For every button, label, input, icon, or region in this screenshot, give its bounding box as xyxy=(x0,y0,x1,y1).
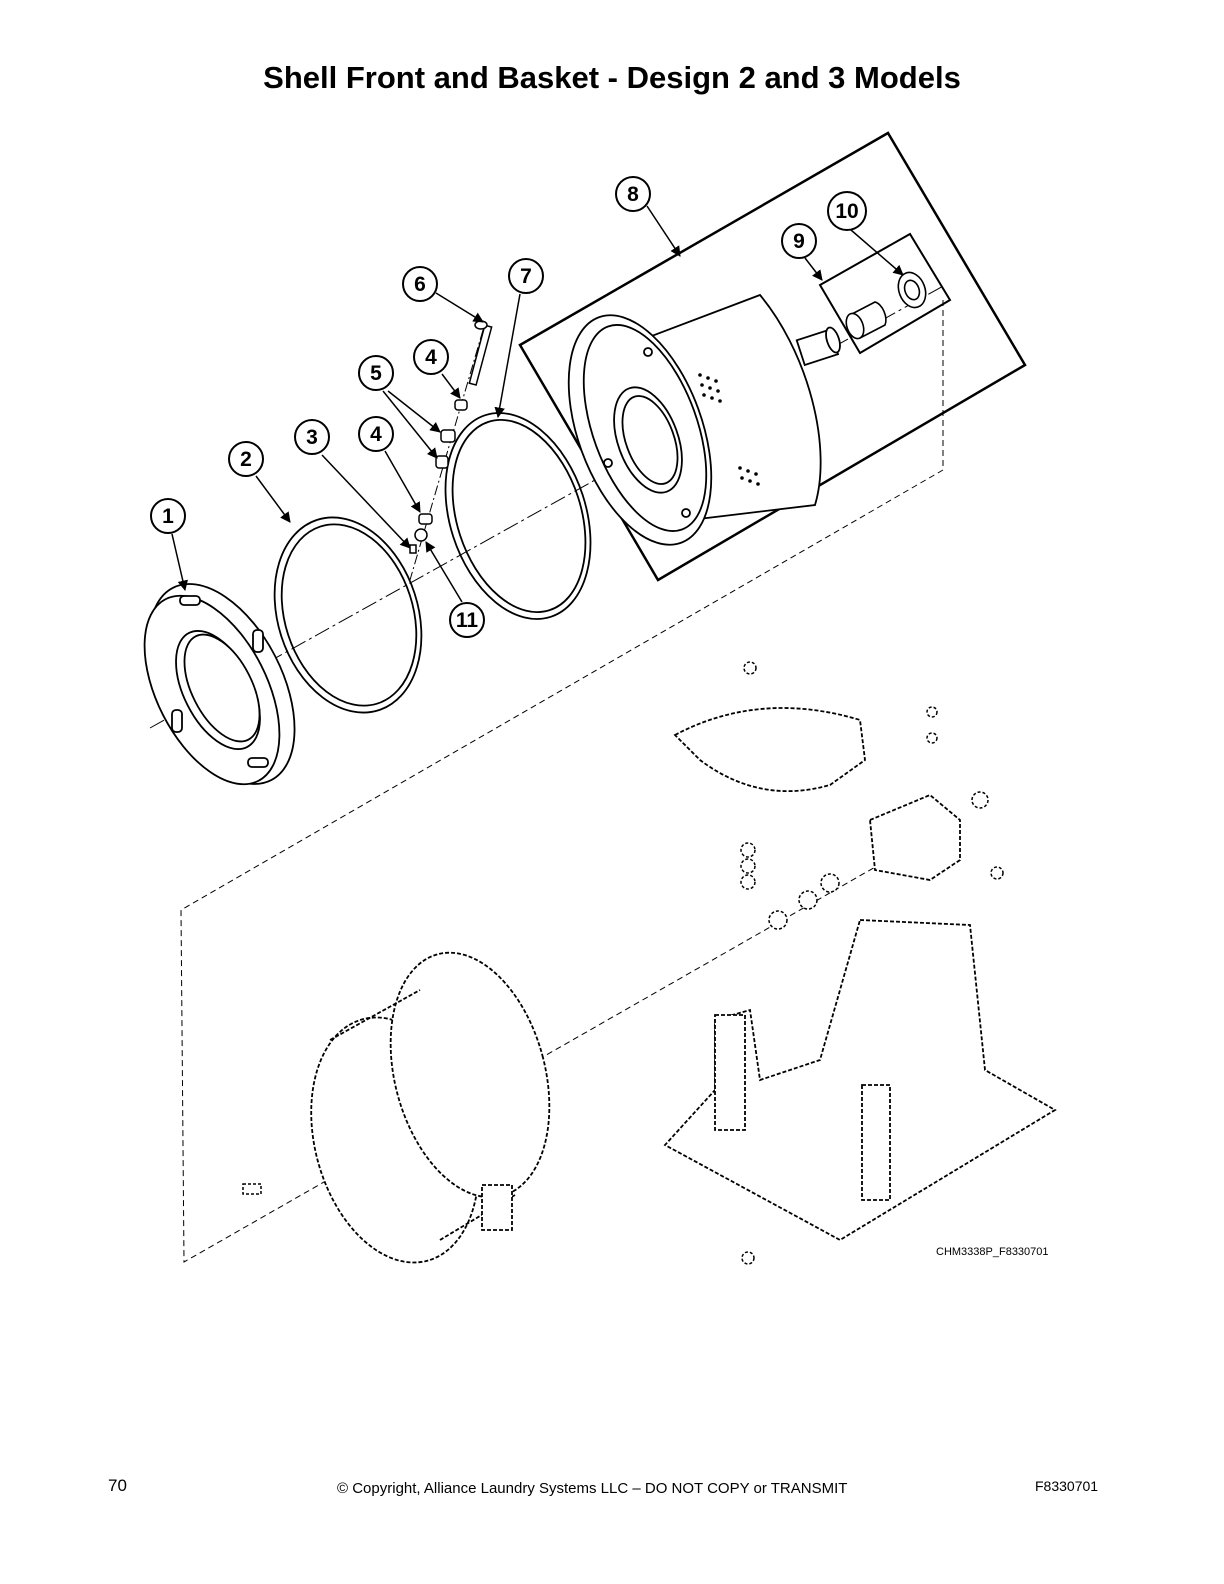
bearing-assembly-box xyxy=(818,232,952,355)
fasteners xyxy=(409,320,493,554)
clamp-band xyxy=(444,412,592,620)
basket-drum xyxy=(567,293,841,546)
callout-8: 8 xyxy=(627,183,639,206)
drawing-id: CHM3338P_F8330701 xyxy=(936,1246,1049,1258)
callout-9: 9 xyxy=(793,230,805,253)
callout-circles xyxy=(150,176,867,638)
callout-10: 10 xyxy=(835,200,858,223)
callout-labels: 1 2 3 4 4 5 6 7 8 9 10 11 xyxy=(162,183,859,632)
callout-7: 7 xyxy=(520,265,532,288)
callout-3: 3 xyxy=(306,426,318,449)
callout-4a: 4 xyxy=(370,423,382,446)
copyright-notice: © Copyright, Alliance Laundry Systems LL… xyxy=(337,1480,848,1497)
shell-front xyxy=(143,583,296,786)
gasket-ring xyxy=(273,516,423,714)
leader-lines xyxy=(171,205,904,603)
callout-2: 2 xyxy=(240,448,252,471)
hardware-stack xyxy=(242,661,1004,1265)
document-code: F8330701 xyxy=(1035,1478,1099,1494)
page-number: 70 xyxy=(108,1476,127,1495)
perforations xyxy=(698,373,760,486)
callout-6: 6 xyxy=(414,273,426,296)
callout-4b: 4 xyxy=(425,346,437,369)
callout-11: 11 xyxy=(456,609,479,632)
callout-5: 5 xyxy=(370,362,382,385)
page-title: Shell Front and Basket - Design 2 and 3 … xyxy=(263,60,961,95)
lower-assembly xyxy=(310,707,1057,1264)
bearing-parts xyxy=(845,271,927,340)
callout-1: 1 xyxy=(162,505,174,528)
